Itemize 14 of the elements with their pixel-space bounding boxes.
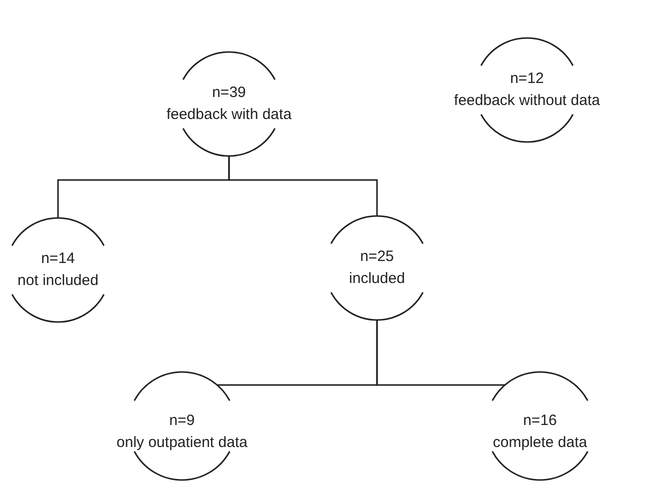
count-label: n=25 <box>360 247 394 267</box>
connector-line <box>228 156 378 216</box>
count-label: n=14 <box>41 249 75 269</box>
group-label: included <box>349 269 405 289</box>
count-label: n=12 <box>510 69 544 89</box>
count-label: n=9 <box>169 411 195 431</box>
group-label: not included <box>18 271 98 291</box>
group-label: complete data <box>492 433 588 453</box>
count-label: n=39 <box>212 83 246 103</box>
group-label: only outpatient data <box>116 433 248 453</box>
group-label: feedback without data <box>454 91 600 111</box>
count-label: n=16 <box>523 411 557 431</box>
group-label: feedback with data <box>166 105 292 125</box>
connector-line <box>376 320 505 386</box>
